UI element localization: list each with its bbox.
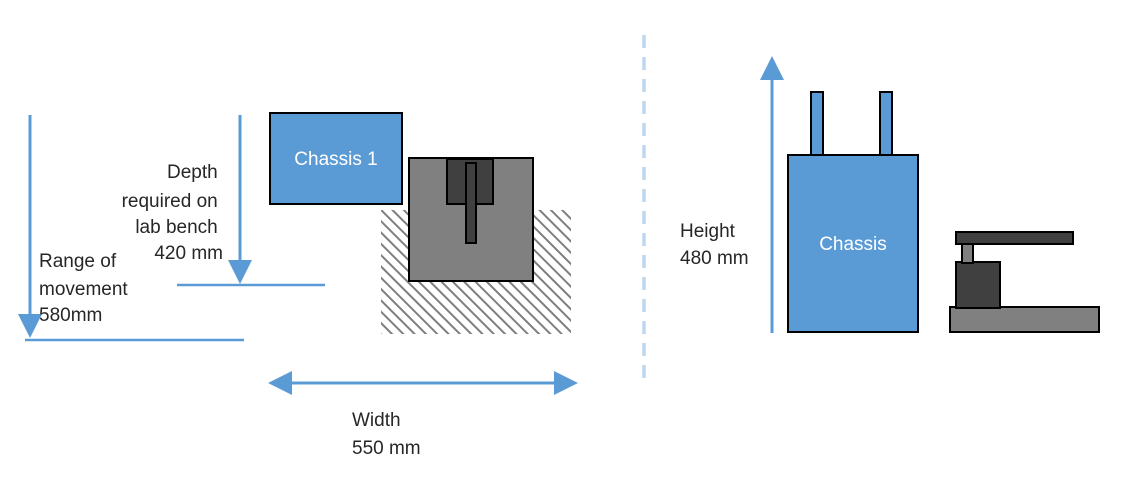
depth-label: Depth required on lab bench 420 mm: [122, 162, 223, 264]
width-label: Width 550 mm: [352, 410, 421, 459]
chassis-1-label: Chassis 1: [294, 149, 377, 170]
chassis-side-box: [787, 154, 919, 333]
instrument-base: [949, 306, 1100, 333]
chassis-1-box: [269, 112, 403, 205]
range-label: Range of movement 580mm: [39, 251, 133, 326]
instrument-stem: [961, 242, 974, 264]
chassis-label: Chassis: [819, 234, 887, 255]
height-label: Height 480 mm: [680, 221, 749, 269]
instrument-body: [955, 261, 1001, 309]
chassis-post-right: [879, 91, 893, 157]
chassis-post-left: [810, 91, 824, 157]
instrument-arm: [955, 231, 1074, 245]
instrument-rod: [465, 162, 477, 244]
